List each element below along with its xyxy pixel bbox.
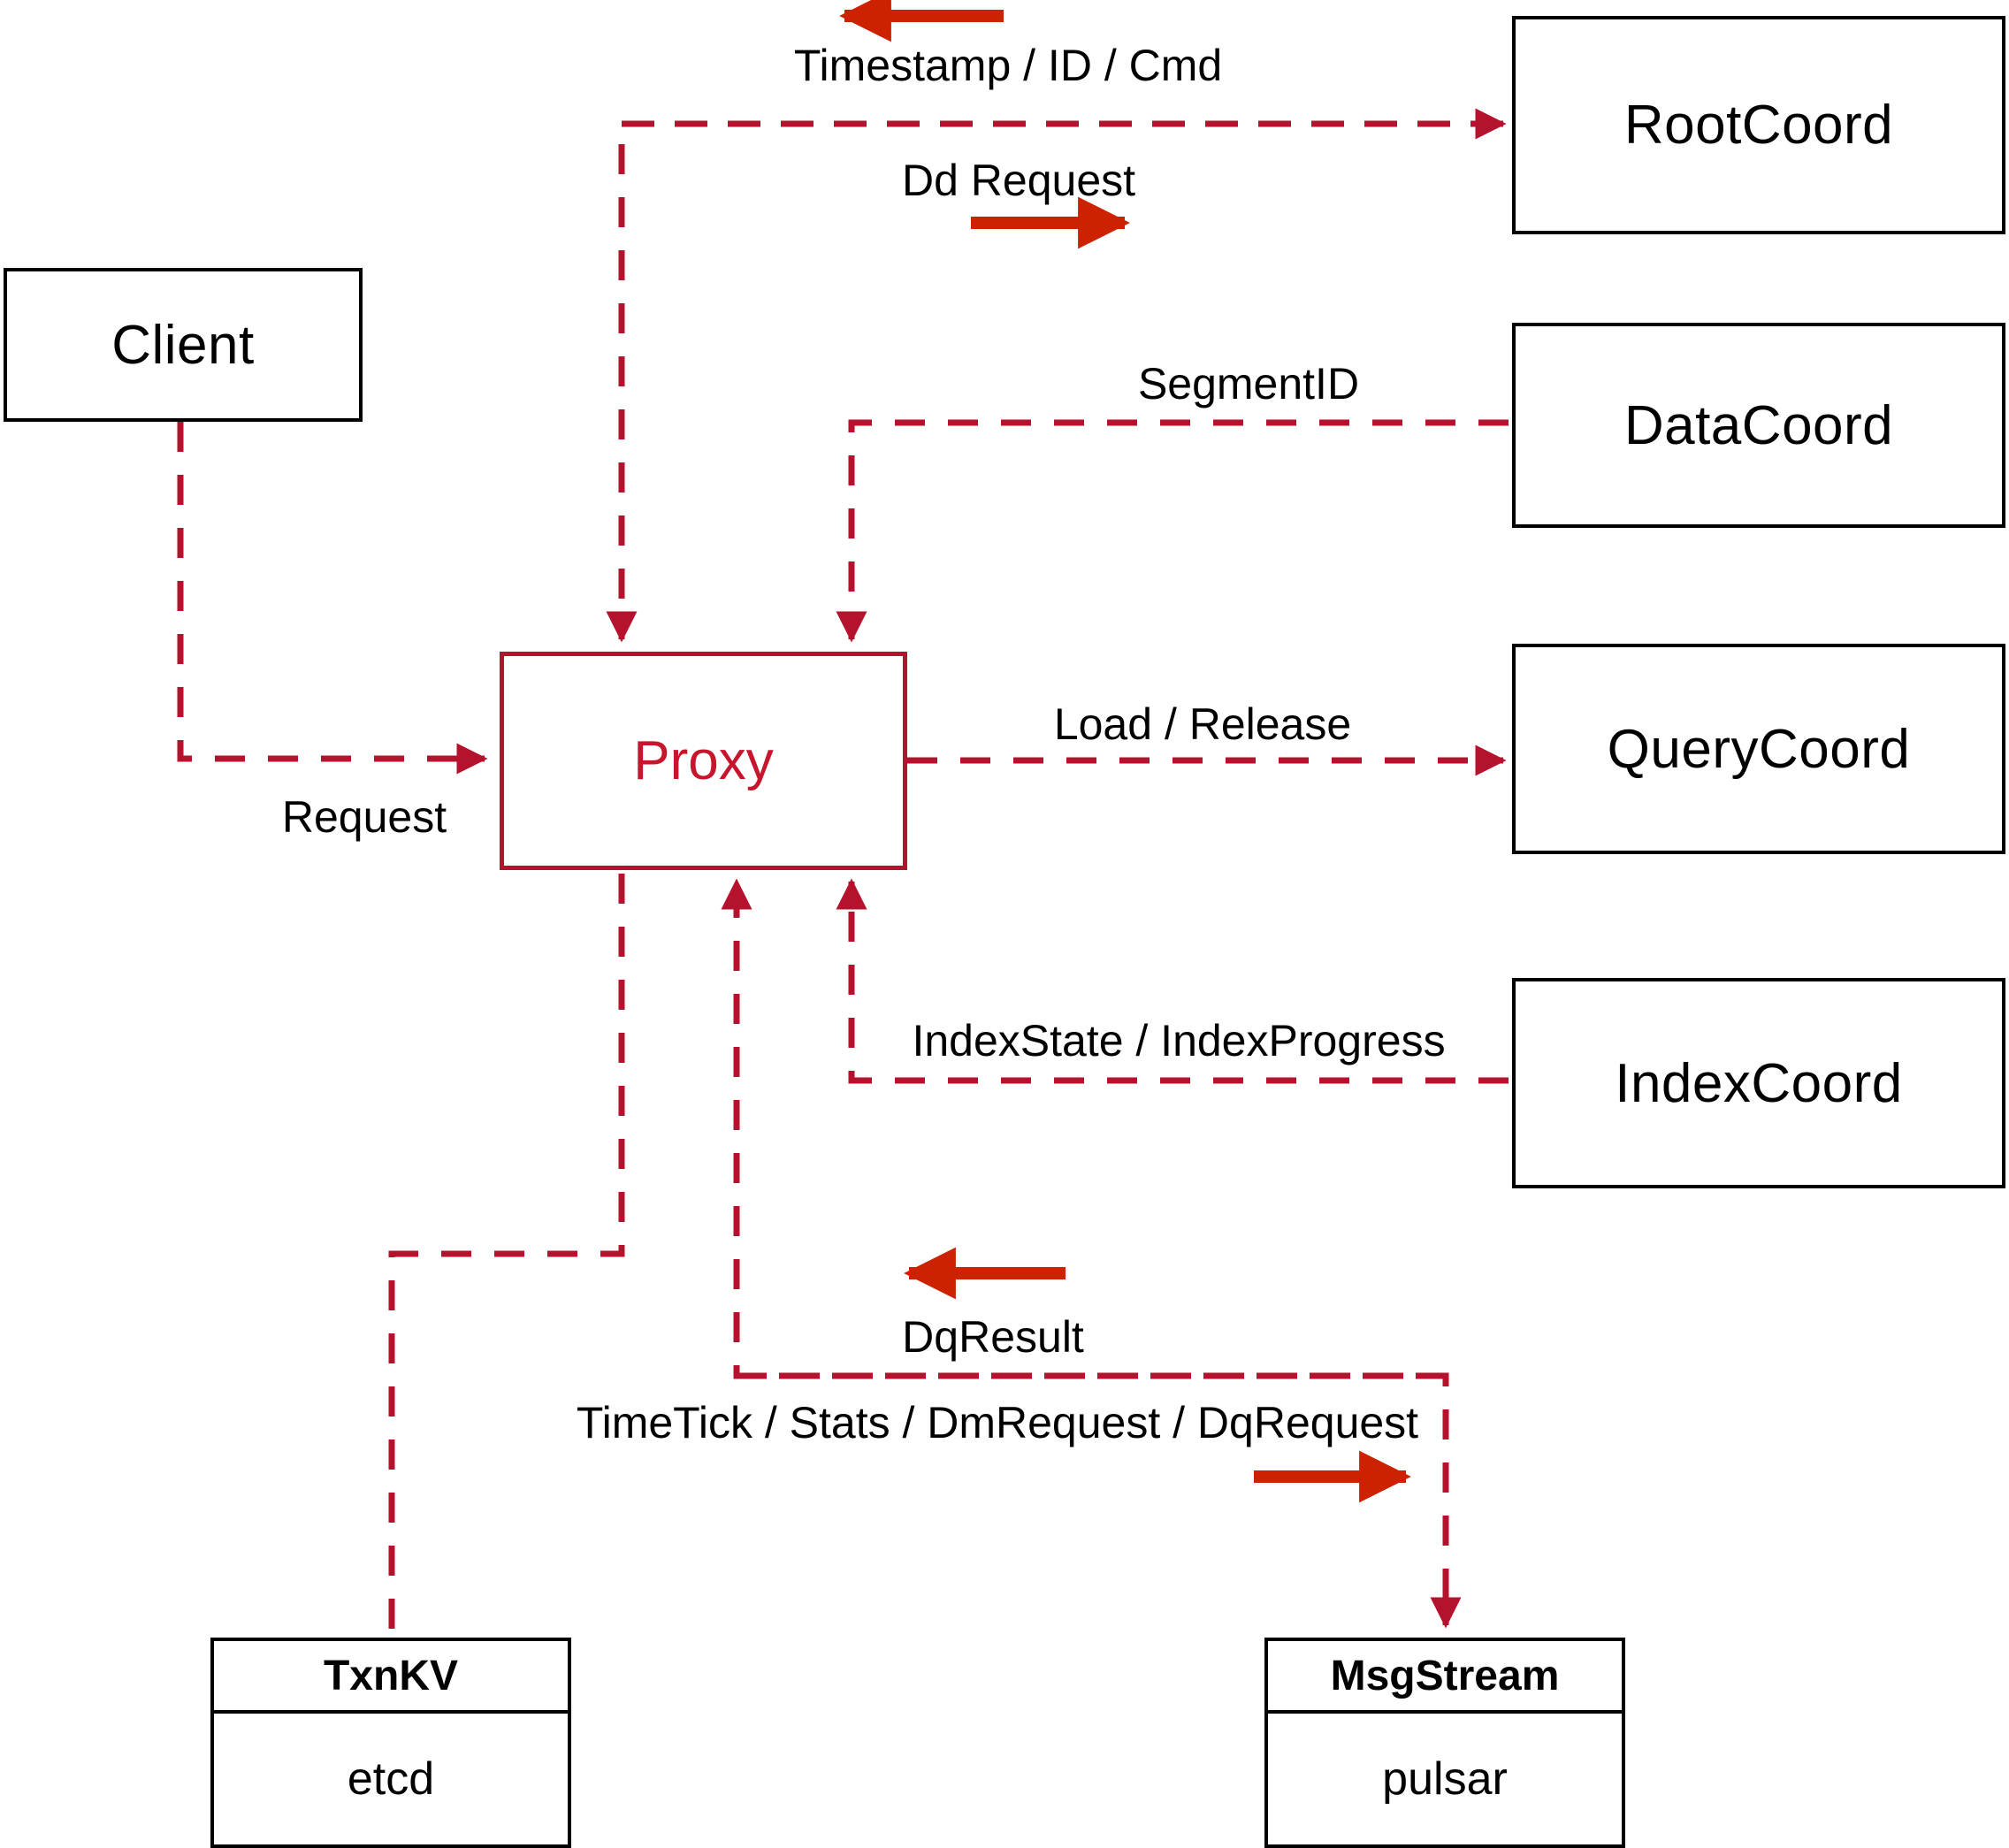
node-txnkv-header: TxnKV (214, 1641, 568, 1714)
edge-client-to-proxy (177, 422, 488, 775)
edge-label-timetick-stats-dm-dq: TimeTick / Stats / DmRequest / DqRequest (576, 1398, 1419, 1447)
node-proxy-label: Proxy (633, 730, 774, 791)
node-proxy[interactable]: Proxy (500, 652, 907, 870)
node-msgstream-header: MsgStream (1268, 1641, 1622, 1714)
edge-label-dd-request: Dd Request (901, 156, 1136, 205)
edge-datacoord-to-proxy (836, 419, 1509, 643)
node-indexcoord-label: IndexCoord (1615, 1052, 1903, 1114)
edge-label-request: Request (281, 792, 447, 842)
node-txnkv[interactable]: TxnKV etcd (210, 1638, 571, 1848)
node-querycoord-label: QueryCoord (1607, 718, 1911, 780)
edge-label-dq-result: DqResult (902, 1312, 1084, 1362)
edge-label-index-state-progress: IndexState / IndexProgress (912, 1016, 1446, 1065)
node-client-label: Client (111, 314, 255, 376)
node-txnkv-impl: etcd (347, 1753, 435, 1805)
node-querycoord[interactable]: QueryCoord (1512, 644, 2005, 854)
node-msgstream[interactable]: MsgStream pulsar (1264, 1638, 1625, 1848)
node-msgstream-impl: pulsar (1382, 1753, 1508, 1805)
edge-proxy-to-txnkv (388, 874, 625, 1638)
node-rootcoord-label: RootCoord (1623, 95, 1894, 156)
node-msgstream-body: pulsar (1268, 1714, 1622, 1844)
edge-label-segment-id: SegmentID (1137, 359, 1360, 409)
node-txnkv-title: TxnKV (323, 1652, 458, 1699)
edge-label-load-release: Load / Release (1053, 699, 1352, 749)
node-rootcoord[interactable]: RootCoord (1512, 16, 2005, 234)
edge-label-timestamp-id-cmd: Timestamp / ID / Cmd (793, 41, 1223, 90)
node-datacoord[interactable]: DataCoord (1512, 323, 2005, 528)
node-indexcoord[interactable]: IndexCoord (1512, 978, 2005, 1188)
node-msgstream-title: MsgStream (1330, 1652, 1560, 1699)
node-datacoord-label: DataCoord (1623, 394, 1894, 456)
node-txnkv-body: etcd (214, 1714, 568, 1844)
edge-msgstream-to-proxy (721, 878, 1446, 1379)
edge-proxy-to-msgstream (737, 1372, 1462, 1629)
node-client[interactable]: Client (4, 268, 363, 422)
edge-indexcoord-to-proxy (836, 878, 1509, 1084)
